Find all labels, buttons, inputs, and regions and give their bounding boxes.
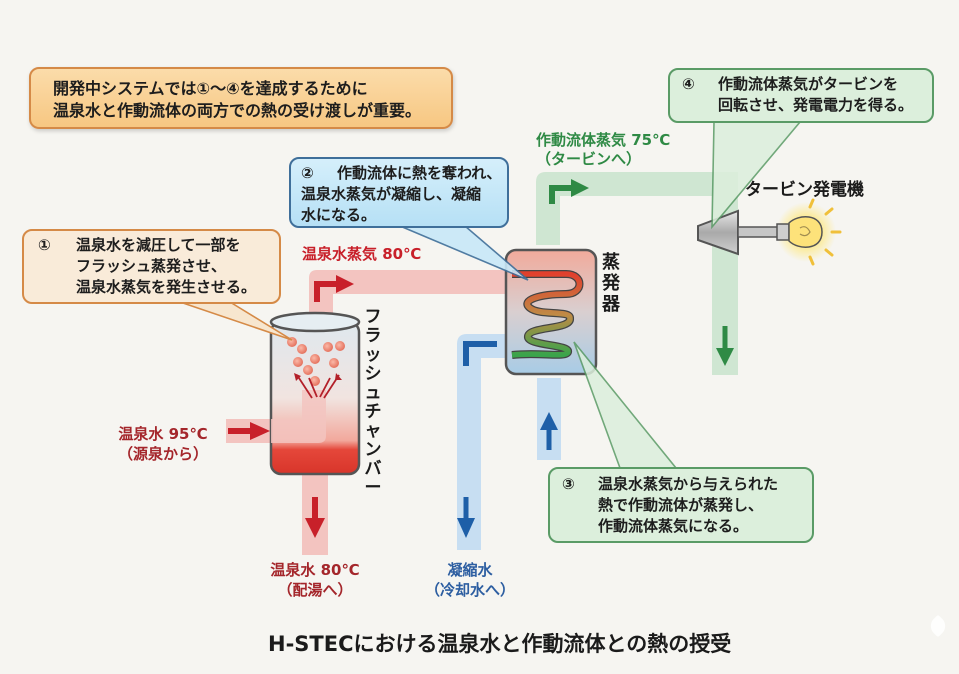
turbine-shaft <box>737 226 779 238</box>
step4-number: ④ <box>682 75 695 93</box>
callout-step1: ① 温泉水を減圧して一部を フラッシュ蒸発させ、 温泉水蒸気を発生させる。 <box>22 229 281 304</box>
flash-arrows-icon <box>296 374 340 399</box>
flash-chamber-label: フ ラ ッ シ ュ チ ャ ン バ ー <box>363 308 383 498</box>
evaporator-char: 蒸 <box>602 252 620 273</box>
return-up-arrow-icon <box>540 412 558 430</box>
flash-char: ュ <box>364 383 382 403</box>
step1-number: ① <box>38 236 51 254</box>
callout-step2: ② 作動流体に熱を奪われ、 温泉水蒸気が凝縮し、凝縮 水になる。 <box>289 157 509 228</box>
flash-chamber <box>269 311 361 476</box>
step2-line-2: 温泉水蒸気が凝縮し、凝縮 <box>301 185 482 203</box>
condensate-dest: （冷却水へ） <box>424 581 515 599</box>
vapor-pipe <box>309 270 512 320</box>
step4-line-1: 作動流体蒸気がタービンを <box>718 75 899 93</box>
flash-char: バ <box>364 459 382 479</box>
working-fluid-arrow-icon <box>571 179 589 197</box>
intro-box: 開発中システムでは①〜④を達成するために 温泉水と作動流体の両方での熱の受け渡し… <box>29 67 453 129</box>
callout-pointers <box>179 121 802 469</box>
working-fluid-vapor-temp: 作動流体蒸気 75℃ <box>536 131 671 149</box>
steam-bubbles <box>287 337 345 386</box>
vapor-arrow-icon <box>336 275 354 293</box>
turbine-icon <box>697 209 739 256</box>
intro-line-1: 開発中システムでは①〜④を達成するために <box>53 79 368 98</box>
condensate-down-arrow-icon <box>457 518 475 538</box>
hot-spring-out-label: 温泉水 80℃ （配湯へ） <box>255 560 375 600</box>
step1-line-3: 温泉水蒸気を発生させる。 <box>76 278 257 296</box>
callout-step3: ③ 温泉水蒸気から与えられた 熱で作動流体が蒸発し、 作動流体蒸気になる。 <box>548 467 814 543</box>
intro-line-2: 温泉水と作動流体の両方での熱の受け渡しが重要。 <box>53 101 422 120</box>
step3-number: ③ <box>562 475 575 493</box>
step1-line-2: フラッシュ蒸発させ、 <box>76 257 227 275</box>
step3-line-1: 温泉水蒸気から与えられた <box>598 475 779 493</box>
working-fluid-vapor-dest: （タービンへ） <box>536 150 642 168</box>
turbine-generator <box>697 198 842 266</box>
light-rays <box>808 198 842 266</box>
flash-char: ン <box>364 440 382 460</box>
turbine-generator-label: タービン発電機 <box>745 180 864 200</box>
step1-line-1: 温泉水を減圧して一部を <box>76 236 241 254</box>
condensate-pipe <box>457 334 561 550</box>
step2-number: ② <box>301 164 314 182</box>
evaporator-char: 器 <box>602 294 620 315</box>
inlet-arrow-icon <box>250 422 270 440</box>
flash-char: シ <box>364 364 382 384</box>
light-bulb-icon <box>776 216 823 248</box>
callout-step4: ④ 作動流体蒸気がタービンを 回転させ、発電電力を得る。 <box>668 68 934 123</box>
hot-spring-out-temp: 温泉水 80℃ <box>270 561 360 579</box>
outlet-arrow-icon <box>305 518 325 538</box>
working-fluid-vapor-label: 作動流体蒸気 75℃ （タービンへ） <box>536 131 670 169</box>
step2-line-1: 作動流体に熱を奪われ、 <box>337 164 502 182</box>
flash-char: ラ <box>364 326 382 346</box>
condensate-label: 凝縮水 （冷却水へ） <box>415 560 525 600</box>
step3-line-3: 作動流体蒸気になる。 <box>598 517 749 535</box>
flash-char: チ <box>364 402 382 422</box>
step4-line-2: 回転させ、発電電力を得る。 <box>718 96 914 114</box>
hot-spring-in-source: （源泉から） <box>117 445 208 463</box>
hot-spring-vapor-label: 温泉水蒸気 80℃ <box>302 245 422 263</box>
hot-spring-in-temp: 温泉水 95℃ <box>118 425 208 443</box>
step2-line-3: 水になる。 <box>301 206 377 224</box>
flash-char: ャ <box>364 421 382 441</box>
hot-spring-out-dest: （配湯へ） <box>277 581 353 599</box>
hot-spring-in-label: 温泉水 95℃ （源泉から） <box>108 424 218 464</box>
flash-char: ー <box>364 478 382 498</box>
flash-char: フ <box>364 307 382 327</box>
condensate-name: 凝縮水 <box>447 561 493 579</box>
flash-char: ッ <box>364 345 382 365</box>
evaporator-char: 発 <box>602 273 620 294</box>
return-down-arrow-icon <box>716 348 734 366</box>
evaporator-label: 蒸 発 器 <box>601 252 621 315</box>
step3-line-2: 熱で作動流体が蒸発し、 <box>598 496 764 514</box>
diagram-caption: H-STECにおける温泉水と作動流体との熱の授受 <box>268 632 732 656</box>
evaporator <box>504 248 598 376</box>
